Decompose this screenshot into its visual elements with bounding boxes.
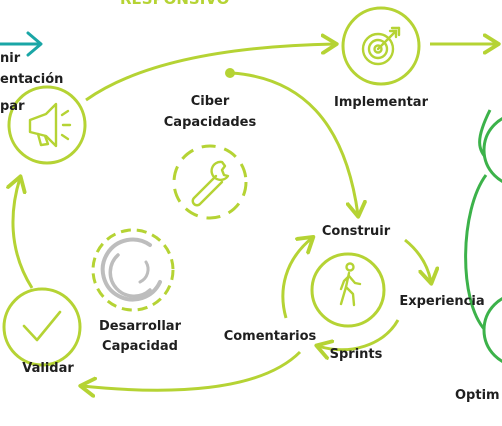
sprint-arc-bottom (318, 319, 400, 350)
label-experiencia: Experiencia (399, 294, 484, 309)
checkmark-icon (22, 310, 62, 342)
label-ciber: Ciber (191, 94, 230, 109)
label-validar: Validar (22, 361, 74, 376)
label-orientacion: entación (0, 72, 63, 87)
wrench-icon (191, 160, 230, 207)
label-desarrollar: Desarrollar (99, 319, 182, 334)
label-optimizar: Optim (455, 388, 500, 403)
label-construir: Construir (322, 224, 391, 239)
wrench-node (172, 144, 248, 220)
label-preparar: par (0, 99, 25, 114)
cycle-arc-left (13, 178, 34, 289)
teal-arrow-icon (0, 31, 43, 57)
megaphone-node (7, 85, 87, 165)
inner-arrow-construir (231, 71, 358, 215)
validar-node (2, 287, 82, 367)
sprints-node (310, 252, 386, 328)
label-capacidad: Capacidad (102, 339, 178, 354)
capacity-node (91, 228, 175, 312)
green-node-top (482, 117, 502, 183)
label-sprints: Sprints (330, 347, 383, 362)
label-definir: nir (0, 51, 21, 66)
label-implementar: Implementar (334, 95, 429, 110)
megaphone-icon (28, 102, 72, 148)
title-fragment: RESPONSIVO (120, 0, 229, 8)
green-node-bottom (482, 297, 502, 363)
sprint-arc-left (281, 238, 312, 319)
walker-icon (339, 262, 362, 307)
label-comentarios: Comentarios (224, 329, 317, 344)
spinner-icon (100, 237, 162, 302)
start-dot (225, 68, 235, 78)
target-node (341, 6, 421, 86)
target-icon (361, 26, 401, 66)
sprint-arc-right (404, 238, 431, 282)
cycle-arc-bottom (82, 350, 302, 390)
cycle-arc-top (85, 44, 335, 102)
label-capacidades: Capacidades (164, 115, 257, 130)
green-arc-right (464, 174, 488, 332)
